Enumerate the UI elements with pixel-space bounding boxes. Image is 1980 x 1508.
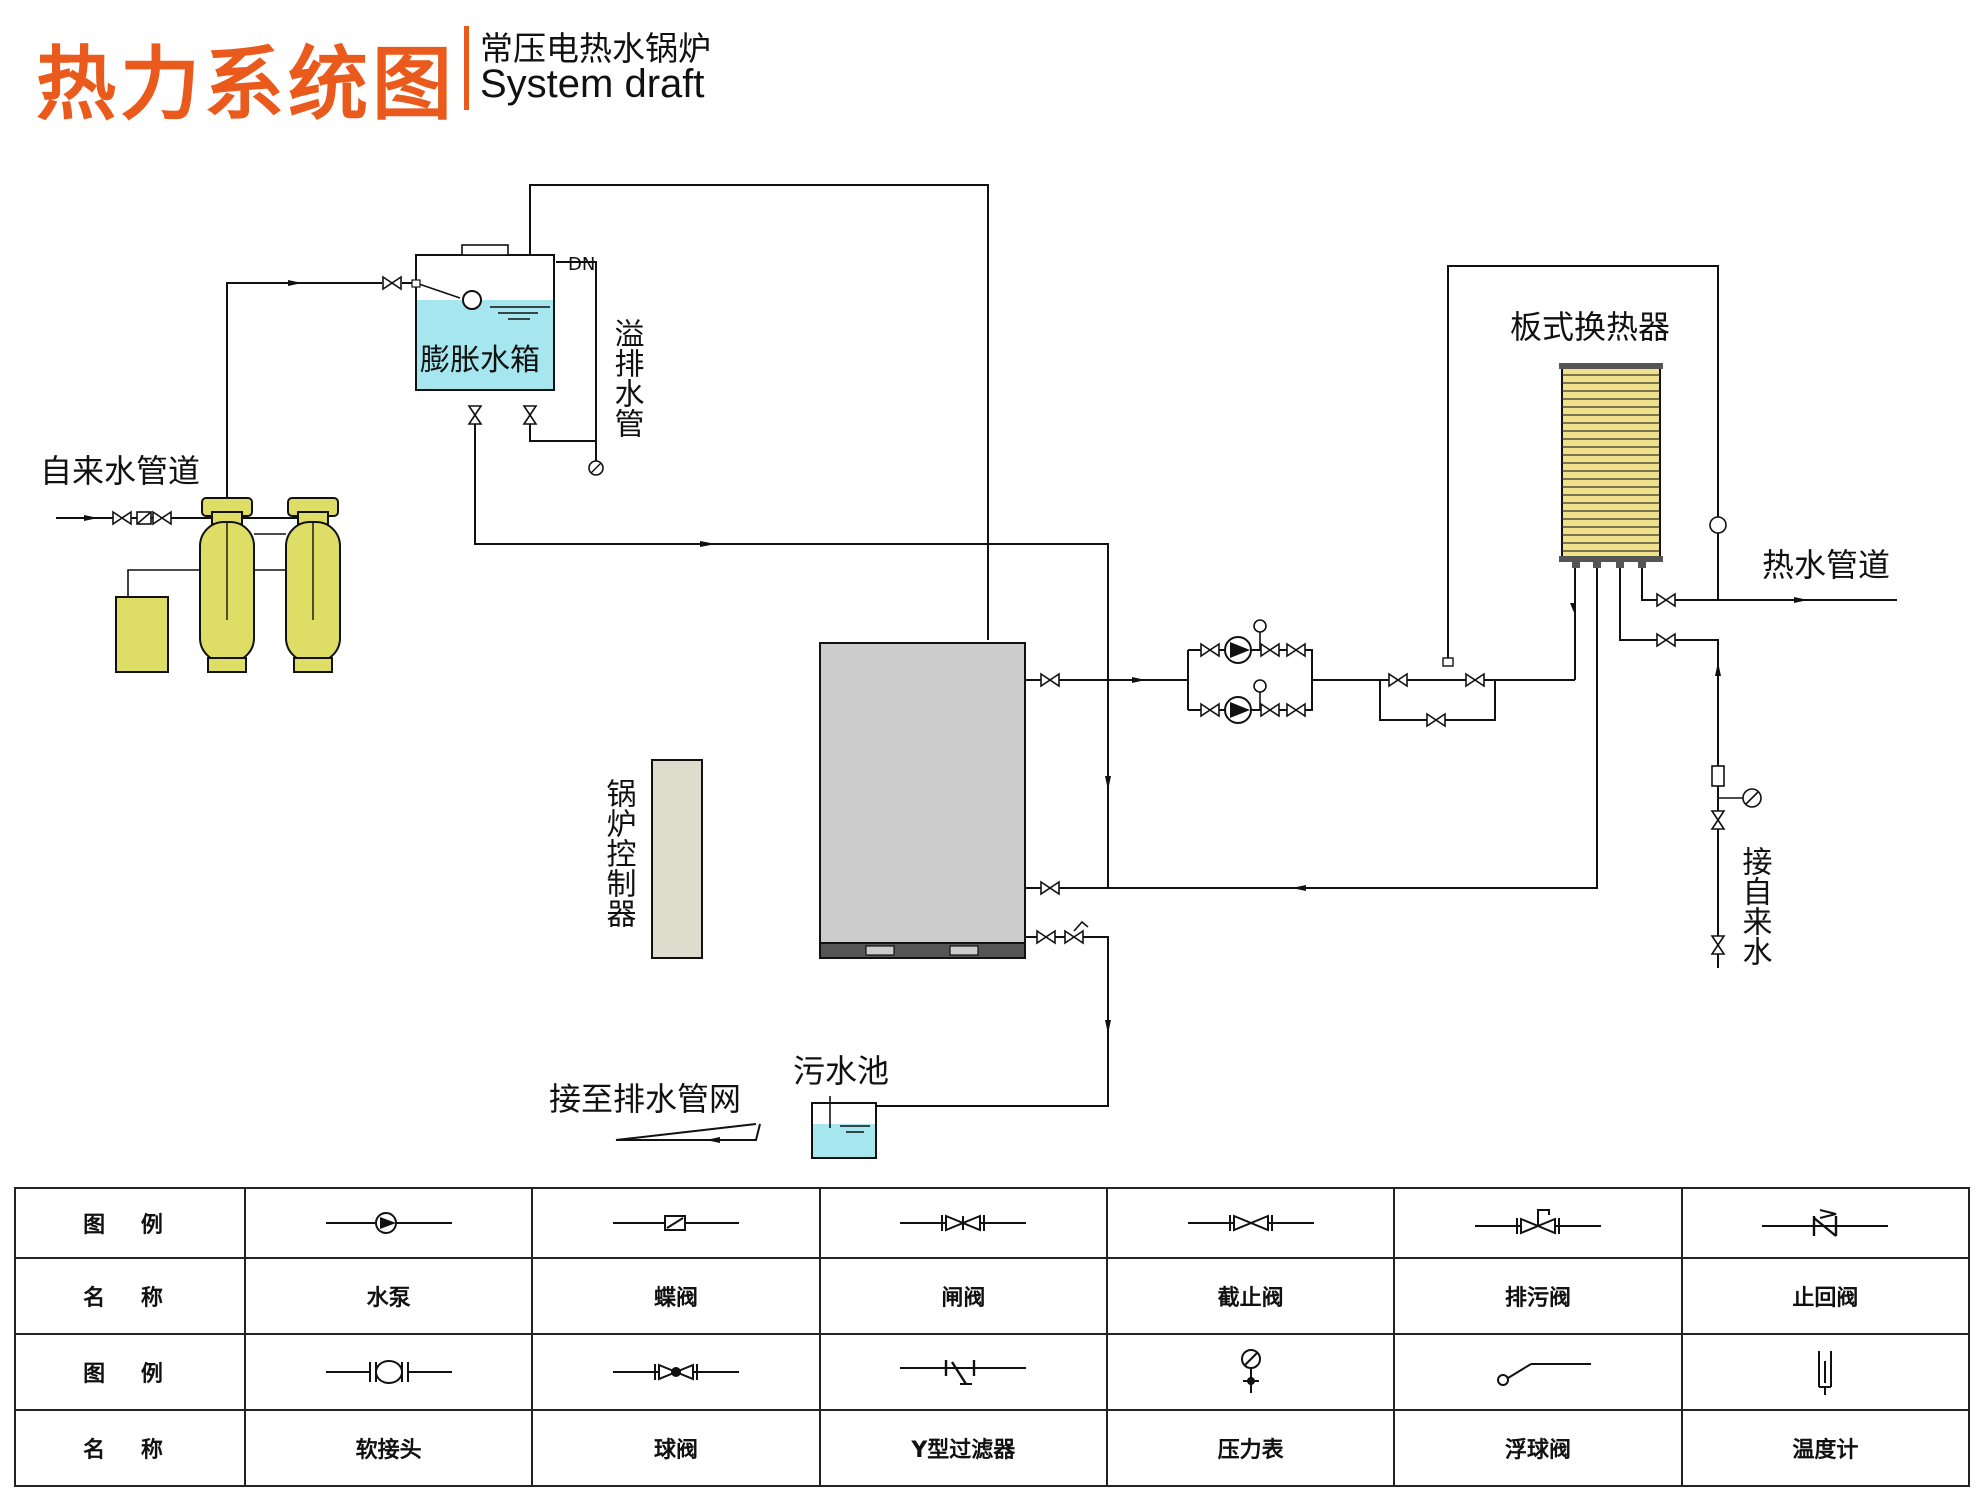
valves — [112, 276, 1762, 955]
tap-in-label: 接自来水 — [1737, 846, 1773, 966]
pump-icon — [243, 1187, 534, 1259]
pumps — [1224, 636, 1252, 724]
subtitle-en: System draft — [480, 62, 705, 106]
legend-symbol-head: 图 例 — [14, 1187, 246, 1259]
legend-row: 图 例 — [14, 1333, 1971, 1411]
page-title: 热力系统图 — [36, 38, 456, 131]
gate-valve-icon — [818, 1187, 1108, 1259]
title-divider — [464, 26, 469, 110]
legend-name-head: 名 称 — [14, 1257, 246, 1335]
subtitle-cn: 常压电热水锅炉 — [480, 29, 711, 68]
boiler — [819, 642, 1026, 959]
softener-tank-2 — [285, 497, 341, 673]
legend-name-pump: 水泵 — [243, 1257, 534, 1335]
expansion-tank — [411, 244, 555, 391]
legend-name-thermometer: 温度计 — [1680, 1409, 1971, 1487]
float-valve-icon — [1393, 1333, 1683, 1411]
plate-heat-exchanger — [1559, 363, 1663, 568]
y-strainer-icon — [818, 1333, 1108, 1411]
pipe-hx-top — [1447, 265, 1719, 665]
water-softeners — [115, 497, 341, 673]
system-diagram: 自来水管道 膨胀水箱 DN 板式换热器 热水管道 污水池 接至排水管网 溢排水管… — [40, 184, 1897, 1159]
softener-tank-1 — [199, 497, 255, 673]
butterfly-valve-icon — [531, 1187, 821, 1259]
expansion-tank-label: 膨胀水箱 — [420, 343, 540, 378]
drain-net-label: 接至排水管网 — [549, 1080, 741, 1118]
pipe-softener-to-tank — [226, 282, 382, 512]
legend-name-gate-valve: 闸阀 — [818, 1257, 1108, 1335]
plate-hx-label: 板式换热器 — [1510, 308, 1670, 346]
flexible-joint-icon — [243, 1333, 534, 1411]
pipe-blowdown — [876, 936, 1109, 1107]
ball-valve-icon — [531, 1333, 821, 1411]
legend-row: 图 例 — [14, 1187, 1971, 1259]
legend-symbol-head: 图 例 — [14, 1333, 246, 1411]
legend-table: 图 例 名 称 水泵 蝶阀 闸阀 截止阀 排污阀 止回阀 图 例 — [14, 1187, 1971, 1487]
pipe-tank-top — [529, 184, 989, 640]
pipe-hot-water — [1641, 565, 1897, 601]
thermometer-icon — [1680, 1333, 1971, 1411]
sewage-pool — [811, 1096, 877, 1159]
pipes — [56, 184, 1897, 1141]
legend-name-ball-valve: 球阀 — [531, 1409, 821, 1487]
tap-water-label: 自来水管道 — [40, 452, 200, 490]
pipe-return — [1025, 565, 1598, 889]
pipe-tap-in — [1619, 565, 1719, 968]
legend-row: 名 称 软接头 球阀 Y型过滤器 压力表 浮球阀 温度计 — [14, 1409, 1971, 1487]
dn-label: DN — [568, 254, 595, 275]
pipe-drain — [529, 420, 596, 442]
flow-arrows — [84, 280, 1808, 1143]
boiler-controller — [651, 759, 703, 959]
legend-name-blowdown-valve: 排污阀 — [1393, 1257, 1683, 1335]
legend-name-float-valve: 浮球阀 — [1393, 1409, 1683, 1487]
controller-label: 锅炉控制器 — [601, 778, 637, 928]
hot-water-label: 热水管道 — [1762, 546, 1890, 584]
check-valve-icon — [1680, 1187, 1971, 1259]
globe-valve-icon — [1105, 1187, 1396, 1259]
legend-name-pressure-gauge: 压力表 — [1105, 1409, 1396, 1487]
pipe-tank-to-boiler — [474, 420, 1109, 888]
legend-name-flexible-joint: 软接头 — [243, 1409, 534, 1487]
legend-row: 名 称 水泵 蝶阀 闸阀 截止阀 排污阀 止回阀 — [14, 1257, 1971, 1335]
sewage-pool-label: 污水池 — [793, 1052, 889, 1090]
legend-name-y-strainer: Y型过滤器 — [818, 1409, 1108, 1487]
brine-tank — [115, 596, 169, 673]
legend-name-check-valve: 止回阀 — [1680, 1257, 1971, 1335]
legend-name-globe-valve: 截止阀 — [1105, 1257, 1396, 1335]
legend-name-head: 名 称 — [14, 1409, 246, 1487]
pressure-gauge-icon — [1105, 1333, 1396, 1411]
overflow-label: 溢排水管 — [609, 318, 644, 438]
blowdown-valve-icon — [1393, 1187, 1683, 1259]
legend-name-butterfly-valve: 蝶阀 — [531, 1257, 821, 1335]
